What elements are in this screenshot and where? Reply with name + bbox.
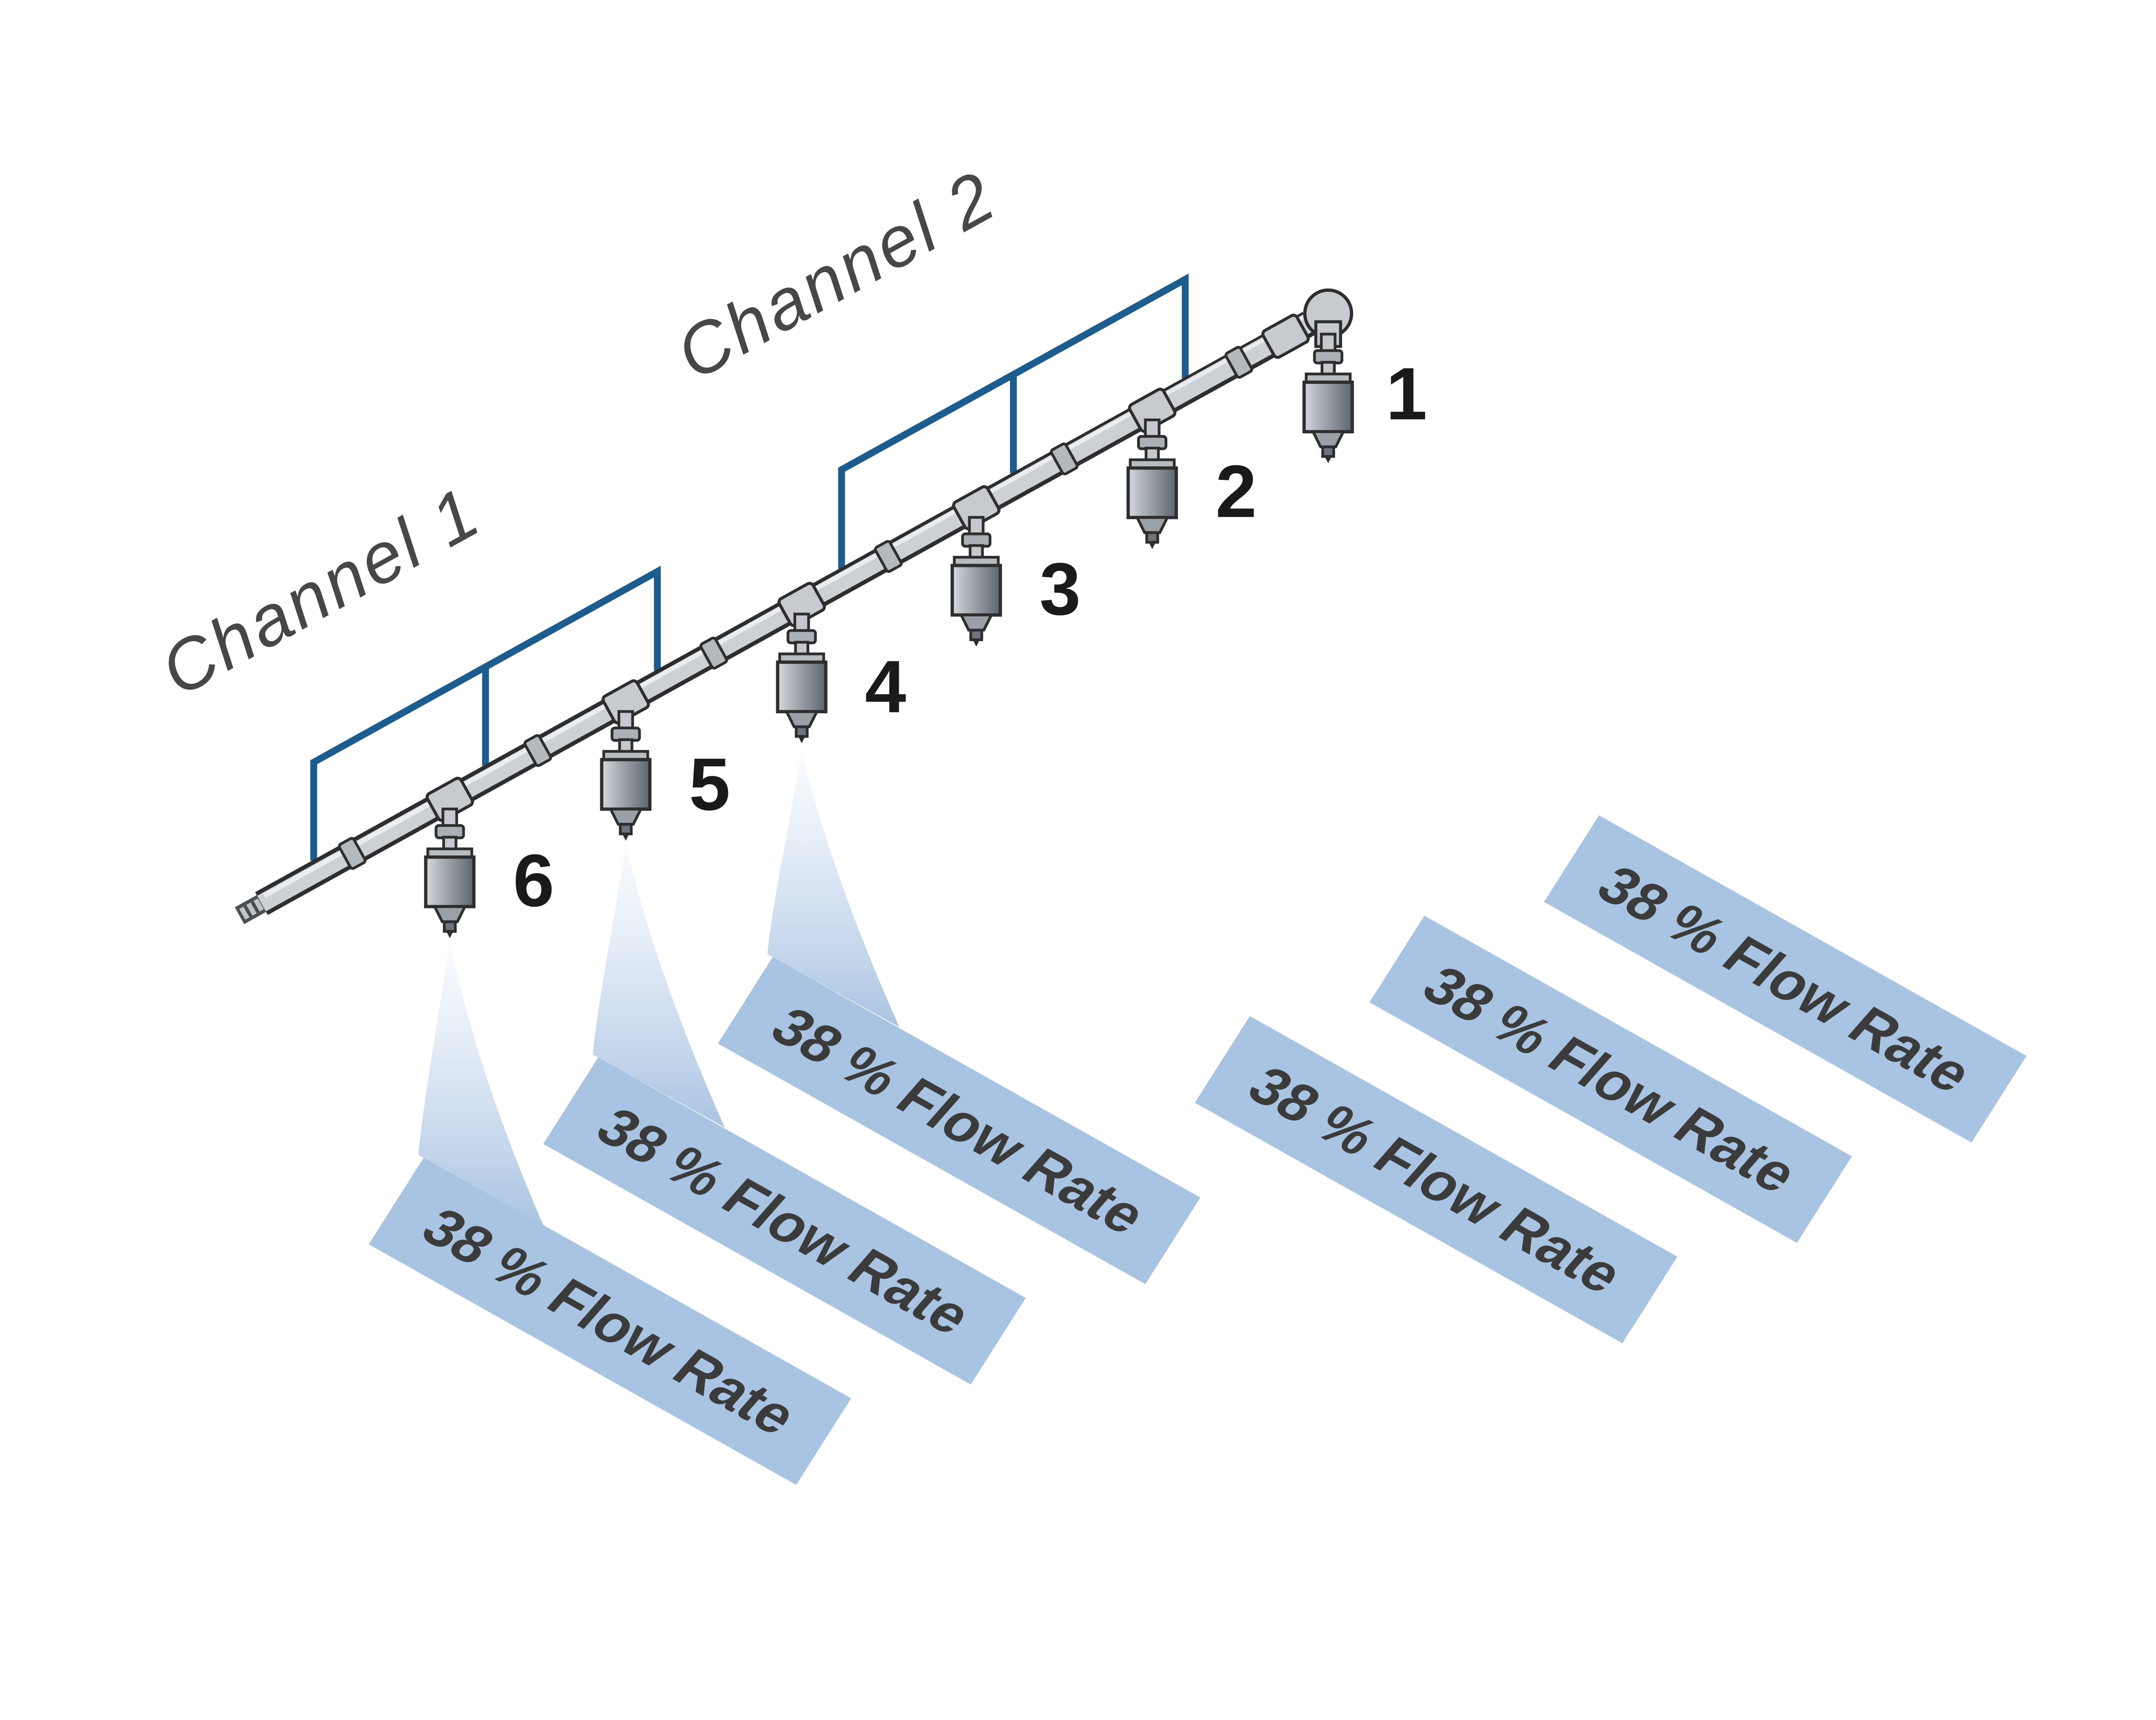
spray-cone-6 (418, 940, 544, 1225)
nozzle-6-number: 6 (513, 839, 554, 922)
pipe-coupling (1224, 346, 1253, 379)
spray-cone-5 (592, 842, 725, 1128)
pipe-coupling (699, 636, 728, 670)
channel-2-bracket (838, 273, 1189, 569)
pipe-coupling (1050, 442, 1079, 476)
pipe-coupling (338, 837, 367, 870)
nozzle-6 (426, 809, 474, 938)
nozzle-2 (1128, 420, 1176, 549)
nozzle-5 (601, 712, 650, 841)
flow-bands-left: 38 % Flow Rate 38 % Flow Rate 38 % Flow … (369, 957, 1201, 1485)
pipe-tee (1261, 313, 1310, 359)
flow-band (1195, 1016, 1678, 1344)
flow-band (718, 957, 1201, 1284)
spray-cone-4 (767, 749, 900, 1027)
flow-band (543, 1057, 1026, 1385)
nozzle-2-number: 2 (1216, 450, 1257, 533)
nozzle-4-number: 4 (865, 645, 906, 728)
nozzle-3 (952, 517, 1000, 646)
nozzle-1-number: 1 (1386, 353, 1427, 436)
flow-band (1369, 915, 1852, 1243)
flow-band (369, 1158, 851, 1485)
boom-pipe (235, 288, 1353, 924)
pipe-coupling (874, 540, 903, 573)
nozzle-1 (1304, 334, 1352, 463)
channel-1-label: Channel 1 (148, 471, 493, 711)
spray-cones (418, 749, 900, 1225)
pipe-coupling (523, 734, 552, 767)
nozzles: 1 2 3 4 5 6 (426, 334, 1427, 938)
flow-bands-right: 38 % Flow Rate 38 % Flow Rate 38 % Flow … (1195, 815, 2027, 1344)
nozzle-4 (777, 614, 826, 743)
channel-1-bracket (310, 566, 661, 861)
nozzle-3-number: 3 (1040, 548, 1081, 631)
nozzle-5-number: 5 (689, 743, 730, 826)
flow-band (1544, 815, 2027, 1143)
channel-2-label: Channel 2 (663, 155, 1009, 395)
